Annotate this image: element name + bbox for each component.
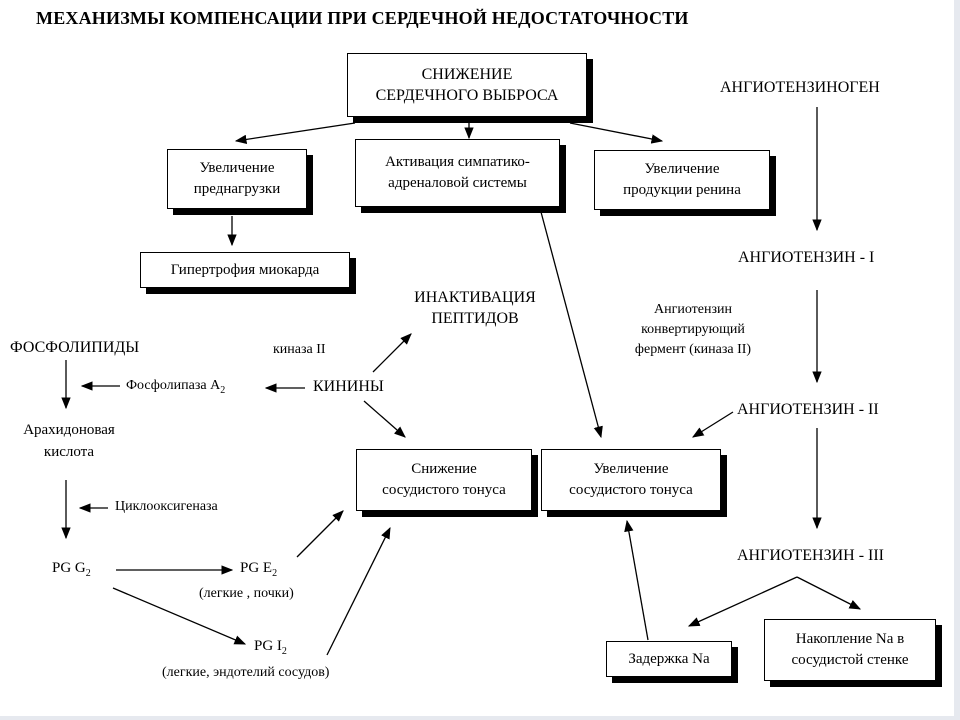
arrow-pge2-to-tone-decrease bbox=[296, 510, 344, 558]
label-kinins: КИНИНЫ bbox=[313, 378, 384, 395]
box-na-retention: Задержка Na bbox=[606, 641, 732, 677]
label-phospholipase-a2: Фосфолипаза А2 bbox=[126, 378, 226, 396]
frame-edge-bottom bbox=[0, 716, 960, 720]
label-pg-i2-note: (легкие, эндотелий сосудов) bbox=[162, 665, 330, 680]
label-angiotensinogen: АНГИОТЕНЗИНОГЕН bbox=[720, 79, 880, 96]
diagram-title: МЕХАНИЗМЫ КОМПЕНСАЦИИ ПРИ СЕРДЕЧНОЙ НЕДО… bbox=[36, 8, 689, 28]
label-cyclooxygenase: Циклооксигеназа bbox=[115, 499, 218, 514]
label-pg-e2: PG E2 bbox=[240, 560, 278, 579]
label-angiotensin-1: АНГИОТЕНЗИН - I bbox=[738, 249, 875, 266]
label-angiotensin-3: АНГИОТЕНЗИН - III bbox=[737, 547, 885, 564]
label-kinase-2: киназа II bbox=[273, 342, 326, 357]
label-phospholipids: ФОСФОЛИПИДЫ bbox=[10, 339, 140, 356]
label-pg-i2: PG I2 bbox=[254, 638, 287, 657]
arrow-pgg2-to-pgi2 bbox=[112, 587, 247, 645]
box-sympathetic-activation: Активация симпатико-адреналовой системы bbox=[355, 139, 560, 207]
box-myocardial-hypertrophy: Гипертрофия миокарда bbox=[140, 252, 350, 288]
label-angiotensin-2: АНГИОТЕНЗИН - II bbox=[737, 401, 879, 418]
arrow-a3-to-na-accumulation bbox=[796, 576, 862, 610]
arrow-kinins-to-tone-decrease bbox=[363, 400, 406, 438]
arrow-output-to-preload bbox=[234, 122, 356, 145]
arrow-na-retention-to-tone-increase bbox=[624, 519, 649, 641]
arrow-a3-to-na-retention bbox=[687, 576, 798, 627]
label-pg-e2-note: (легкие , почки) bbox=[199, 586, 294, 601]
frame-edge-right bbox=[954, 0, 960, 720]
arrow-sympathetic-to-tone-increase bbox=[540, 211, 603, 439]
arrow-output-to-renin bbox=[569, 122, 664, 144]
label-ace: Ангиотензин конвертирующий фермент (кина… bbox=[634, 302, 752, 357]
arrow-pgi2-to-tone-decrease bbox=[326, 526, 391, 656]
arrow-a2-to-tone-increase bbox=[692, 411, 734, 438]
label-arachidonic-acid: Арахидоновая кислота bbox=[23, 422, 115, 460]
label-pg-g2: PG G2 bbox=[52, 560, 91, 579]
arrow-kinins-to-inactivation bbox=[372, 333, 412, 373]
label-peptide-inactivation: ИНАКТИВАЦИЯ ПЕПТИДОВ bbox=[414, 289, 536, 327]
